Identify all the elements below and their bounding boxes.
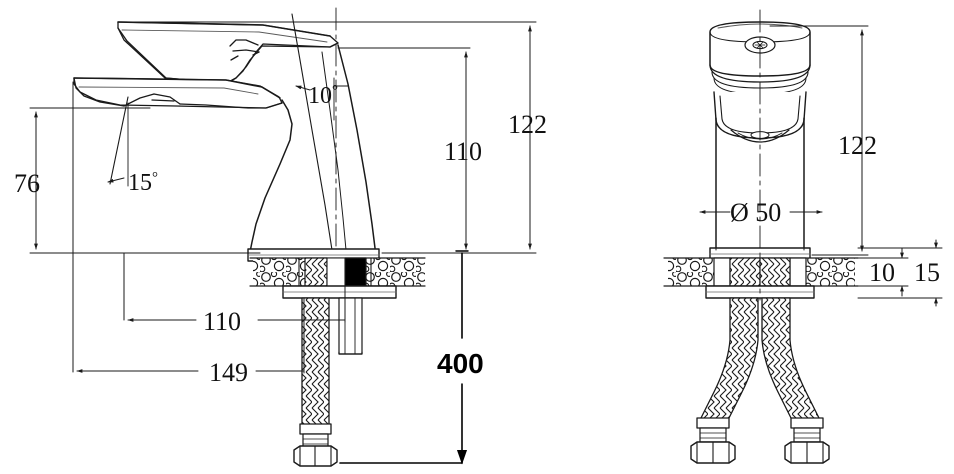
- angle-spout-tilt: [107, 96, 129, 187]
- dimension-label-15: 15: [914, 258, 940, 287]
- dimension-label-400: 400: [437, 348, 484, 379]
- dimension-base-diameter: [699, 207, 823, 251]
- side-hose-collars: [696, 417, 824, 443]
- dimension-label-122-front: 122: [508, 110, 547, 139]
- angle-label-10: 10°: [308, 83, 338, 109]
- dimension-label-110-reach: 110: [203, 307, 241, 336]
- side-countertop-hatching: [663, 257, 859, 287]
- dimension-overall-height: [121, 21, 537, 254]
- dimension-body-height: [337, 47, 471, 250]
- side-hose-nuts: [690, 441, 830, 464]
- side-view: [663, 9, 859, 464]
- dimension-hose-length: [339, 250, 469, 465]
- angle-handle-tilt: [295, 77, 349, 121]
- dimension-label-10: 10: [869, 258, 895, 287]
- lever-handle: [117, 21, 339, 84]
- tapered-body: [249, 13, 376, 253]
- hose-connection-nut: [293, 445, 338, 467]
- dimension-label-76: 76: [14, 169, 40, 198]
- dimension-label-149: 149: [209, 358, 248, 387]
- front-view: [73, 7, 426, 467]
- dimension-label-diameter-50: Ø 50: [730, 198, 781, 227]
- angle-label-15: 15°: [128, 170, 158, 196]
- dimension-label-122-side: 122: [838, 131, 877, 160]
- dimension-spout-reach: [72, 81, 305, 374]
- threaded-shank: [298, 257, 372, 287]
- side-threaded-shank: [713, 257, 807, 287]
- dimension-spout-height: [29, 107, 261, 254]
- dimension-label-110-height: 110: [444, 137, 482, 166]
- dimension-overall-height-side: [769, 25, 869, 256]
- dimension-handle-clearance: [123, 252, 346, 323]
- spout-outlet: [73, 77, 283, 109]
- mounting-lock-nut: [282, 285, 397, 299]
- dimension-mount-clearance: [857, 239, 943, 307]
- side-braided-hoses: [699, 297, 821, 421]
- dimension-deck-thickness: [857, 247, 909, 297]
- pop-up-lift-rod: [338, 297, 363, 355]
